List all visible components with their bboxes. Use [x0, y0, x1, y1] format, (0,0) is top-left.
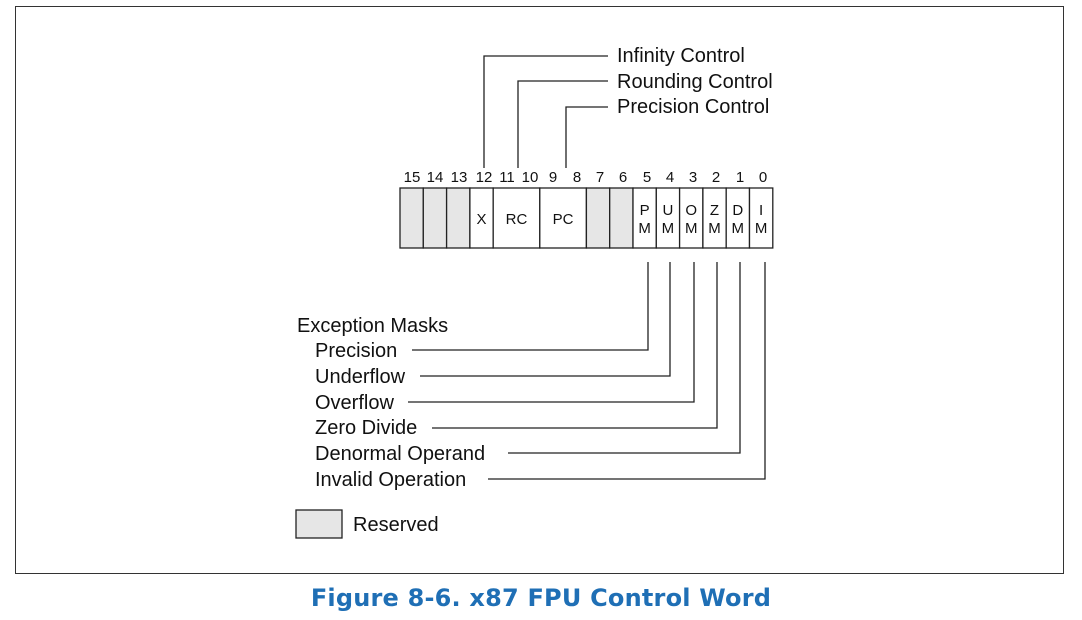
bit-number: 3: [689, 169, 697, 186]
bit-number: 12: [476, 169, 493, 186]
exception-mask-label: Invalid Operation: [315, 469, 466, 491]
reserved-cell: [585, 187, 611, 249]
legend: Reserved: [295, 509, 439, 539]
bit-number: 4: [666, 169, 674, 186]
bit-number: 9: [549, 169, 557, 186]
reserved-cell: [609, 187, 634, 249]
control-callouts: Infinity Control Rounding Control Precis…: [483, 45, 773, 168]
im-cell: [748, 187, 774, 249]
x-cell-label: X: [476, 211, 486, 228]
figure-frame: [15, 6, 1064, 574]
im-cell-label-top: I: [759, 202, 763, 219]
invalid-operation-mask-line: [488, 262, 766, 480]
rc-cell-label: RC: [506, 211, 528, 228]
exception-mask-label: Underflow: [315, 366, 406, 388]
figure-caption: Figure 8-6. x87 FPU Control Word: [310, 584, 772, 612]
zero-divide-mask-line: [432, 262, 718, 429]
bit-number: 11: [499, 169, 515, 186]
denormal-operand-mask-line: [508, 262, 741, 454]
bit-number: 10: [522, 169, 539, 186]
im-cell-label-bottom: M: [755, 220, 768, 237]
bit-number: 2: [712, 169, 720, 186]
pm-cell-label-top: P: [640, 202, 650, 219]
exception-mask-label: Precision: [315, 340, 397, 362]
bit-number: 0: [759, 169, 767, 186]
legend-swatch: [295, 509, 343, 539]
bit-number: 6: [619, 169, 627, 186]
exception-mask-callouts: Exception Masks Precision Underflow Over…: [297, 262, 766, 491]
precision-control-label: Precision Control: [617, 96, 769, 118]
bit-number: 13: [451, 169, 468, 186]
um-cell-label-bottom: M: [662, 220, 675, 237]
um-cell-label-top: U: [662, 202, 673, 219]
bit-number: 7: [596, 169, 604, 186]
exception-mask-label: Denormal Operand: [315, 443, 485, 465]
bit-number: 5: [643, 169, 651, 186]
bit-number: 1: [736, 169, 744, 186]
precision-control-line: [565, 106, 608, 168]
exception-mask-label: Overflow: [315, 392, 394, 414]
reserved-cell: [445, 187, 471, 249]
dm-cell-label-top: D: [732, 202, 743, 219]
infinity-control-line: [483, 55, 608, 168]
rounding-control-label: Rounding Control: [617, 71, 773, 93]
fpu-control-word-diagram: Infinity Control Rounding Control Precis…: [295, 45, 774, 539]
bit-numbers: 15 14 13 12 11 10 9 8 7 6 5 4 3 2 1 0: [404, 169, 768, 186]
reserved-cell: [422, 187, 448, 249]
exception-masks-heading: Exception Masks: [297, 315, 448, 337]
infinity-control-label: Infinity Control: [617, 45, 745, 67]
register-cells: X RC PC P M U M O M Z M D M I M: [399, 187, 774, 249]
rc-cell: [492, 187, 541, 249]
bit-number: 14: [427, 169, 444, 186]
underflow-mask-line: [420, 262, 671, 377]
reserved-cell: [399, 187, 424, 249]
exception-mask-label: Zero Divide: [315, 417, 417, 439]
rounding-control-line: [517, 80, 608, 168]
legend-label: Reserved: [353, 514, 439, 536]
pm-cell-label-bottom: M: [638, 220, 651, 237]
pc-cell: [539, 187, 588, 249]
zm-cell-label-bottom: M: [708, 220, 721, 237]
dm-cell-label-bottom: M: [732, 220, 745, 237]
overflow-mask-line: [408, 262, 695, 403]
precision-mask-line: [412, 262, 649, 351]
pc-cell-label: PC: [553, 211, 574, 228]
om-cell-label-top: O: [685, 202, 697, 219]
zm-cell-label-top: Z: [710, 202, 719, 219]
bit-number: 15: [404, 169, 421, 186]
bit-number: 8: [573, 169, 581, 186]
om-cell-label-bottom: M: [685, 220, 698, 237]
